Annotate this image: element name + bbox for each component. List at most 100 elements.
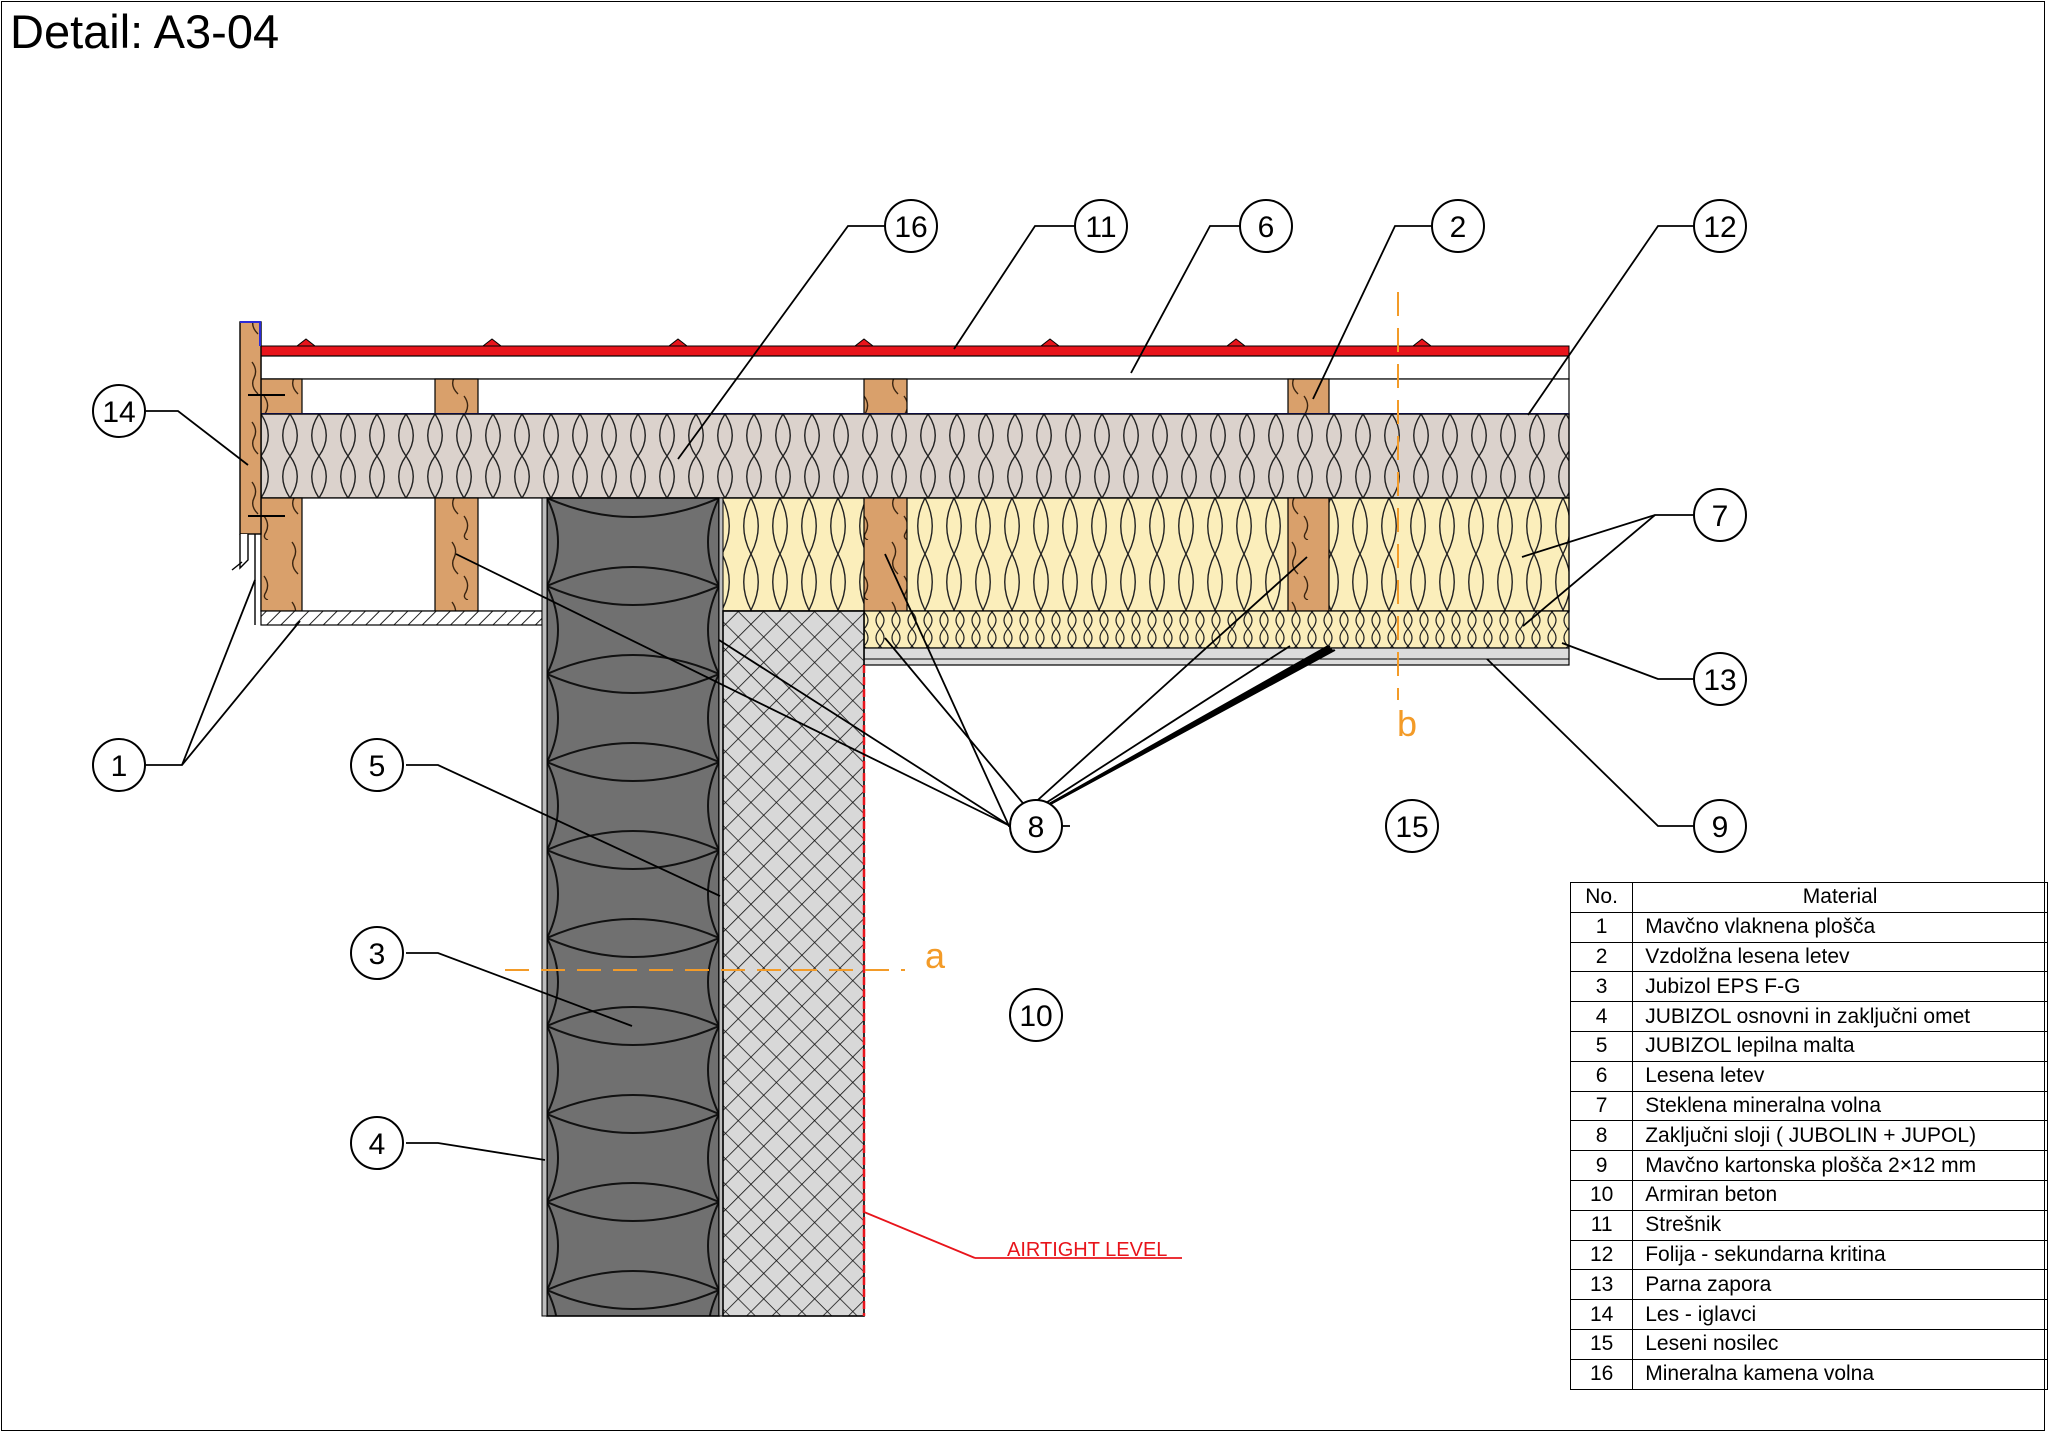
reinforced-concrete (722, 610, 865, 1317)
legend-material: Jubizol EPS F-G (1632, 971, 2048, 1003)
airtight-level-label: AIRTIGHT LEVEL (1007, 1239, 1167, 1261)
section-label-b: b (1397, 703, 1417, 744)
legend-number: 13 (1569, 1269, 1634, 1301)
legend-material: Armiran beton (1632, 1179, 2048, 1211)
svg-text:11: 11 (1085, 211, 1116, 244)
svg-text:5: 5 (369, 750, 386, 783)
fascia-flashing (240, 321, 261, 346)
svg-text:8: 8 (1028, 811, 1045, 844)
legend-number: 5 (1569, 1030, 1634, 1062)
legend-header-no: No. (1569, 882, 1634, 913)
legend-number: 12 (1569, 1239, 1634, 1271)
svg-text:16: 16 (894, 211, 927, 244)
legend-material: JUBIZOL osnovni in zaključni omet (1632, 1001, 2048, 1032)
callout-8: 8 (1009, 799, 1063, 853)
callout-11: 11 (1074, 199, 1128, 253)
ventilation-gap (260, 355, 1570, 380)
legend-number: 14 (1569, 1299, 1634, 1330)
legend-material: Mineralna kamena volna (1632, 1358, 2048, 1390)
svg-text:7: 7 (1712, 500, 1729, 533)
svg-text:2: 2 (1450, 211, 1467, 244)
callout-14: 14 (92, 384, 146, 438)
legend-number: 3 (1569, 971, 1634, 1003)
legend-number: 6 (1569, 1060, 1634, 1092)
svg-text:3: 3 (369, 938, 386, 971)
legend-number: 2 (1569, 941, 1634, 973)
legend-material: Vzdolžna lesena letev (1632, 941, 2048, 973)
legend-material: Steklena mineralna volna (1632, 1090, 2048, 1122)
legend-number: 8 (1569, 1120, 1634, 1152)
svg-text:6: 6 (1258, 211, 1275, 244)
legend-number: 4 (1569, 1001, 1634, 1032)
legend-material: Strešnik (1632, 1209, 2048, 1241)
legend-material: Mavčno kartonska plošča 2×12 mm (1632, 1150, 2048, 1181)
svg-text:1: 1 (111, 750, 128, 783)
legend-header-material: Material (1632, 882, 2048, 913)
svg-text:10: 10 (1019, 1000, 1052, 1033)
callout-5: 5 (350, 738, 404, 792)
legend-material: Leseni nosilec (1632, 1328, 2048, 1360)
glass-wool-layer (721, 497, 1570, 612)
callout-16: 16 (884, 199, 938, 253)
callout-12: 12 (1693, 199, 1747, 253)
legend-number: 10 (1569, 1179, 1634, 1211)
legend-material: Mavčno vlaknena plošča (1632, 911, 2048, 943)
svg-text:4: 4 (369, 1128, 386, 1161)
airtight-leader (863, 1211, 976, 1259)
rafter-eave-1 (260, 497, 303, 612)
legend-header-row: No. Material (1569, 882, 2048, 913)
legend-material: Lesena letev (1632, 1060, 2048, 1092)
legend-number: 16 (1569, 1358, 1634, 1390)
callout-3: 3 (350, 926, 404, 980)
eps-insulation (546, 497, 720, 1317)
soffit-board (260, 610, 543, 626)
callout-9: 9 (1693, 799, 1747, 853)
stone-wool-layer (260, 413, 1570, 499)
svg-text:9: 9 (1712, 811, 1729, 844)
drawing-title: Detail: A3-04 (10, 5, 280, 58)
callout-6: 6 (1239, 199, 1293, 253)
svg-text:14: 14 (102, 396, 135, 429)
batten-4 (1287, 378, 1330, 415)
roof-tile-bumps (295, 338, 1433, 347)
soffit-bracket (239, 534, 249, 570)
render-layer (541, 497, 548, 1317)
roof-tile-strip (260, 345, 1570, 357)
batten-2 (434, 378, 479, 415)
callout-15: 15 (1385, 799, 1439, 853)
callout-4: 4 (350, 1116, 404, 1170)
svg-text:13: 13 (1703, 664, 1736, 697)
legend-number: 1 (1569, 911, 1634, 943)
batten-3 (863, 378, 908, 415)
legend-material: Zaključni sloji ( JUBOLIN + JUPOL) (1632, 1120, 2048, 1152)
leader-lines (146, 225, 1695, 1161)
callout-13: 13 (1693, 652, 1747, 706)
svg-text:12: 12 (1703, 211, 1736, 244)
callout-10: 10 (1009, 988, 1063, 1042)
legend-number: 11 (1569, 1209, 1634, 1241)
thin-glass-wool (863, 610, 1570, 649)
legend-material: Parna zapora (1632, 1269, 2048, 1301)
callout-7: 7 (1693, 488, 1747, 542)
legend-material: Folija - sekundarna kritina (1632, 1239, 2048, 1271)
beam-2 (1287, 497, 1330, 612)
